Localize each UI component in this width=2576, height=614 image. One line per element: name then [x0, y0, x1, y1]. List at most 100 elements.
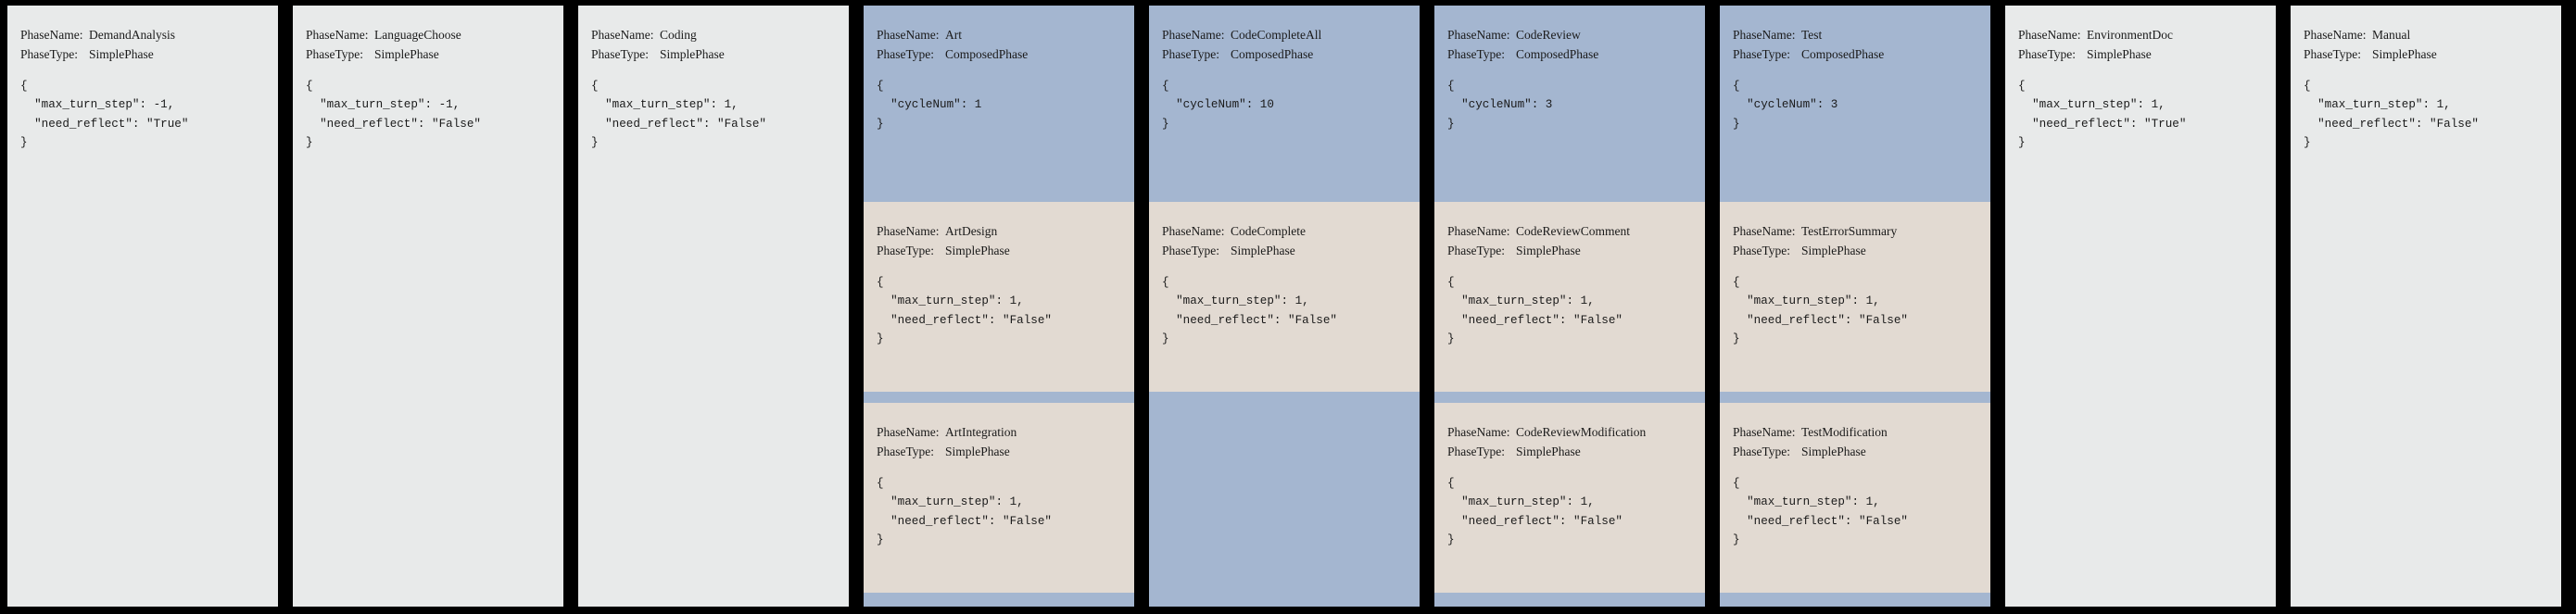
- phase-name-row: PhaseName: ArtDesign: [877, 222, 1134, 242]
- phase-type-row: PhaseType:SimplePhase: [20, 45, 278, 65]
- phase-type-row: PhaseType:SimplePhase: [591, 45, 849, 65]
- phase-config-json: { "cycleNum": 3 }: [1733, 79, 1838, 131]
- phase-config-json: { "max_turn_step": -1, "need_reflect": "…: [20, 79, 189, 150]
- phase-type-value: ComposedPhase: [1801, 46, 1885, 61]
- phase-config-json: { "max_turn_step": 1, "need_reflect": "F…: [1733, 275, 1908, 346]
- phase-name-row: PhaseName:CodeCompleteAll: [1162, 26, 1420, 45]
- phase-config-json: { "max_turn_step": 1, "need_reflect": "F…: [1733, 476, 1908, 547]
- phase-type-label: PhaseType:: [1733, 444, 1791, 458]
- phase-name-label: PhaseName:: [591, 28, 654, 42]
- phase-type-row: PhaseType:SimplePhase: [1162, 242, 1420, 261]
- phase-name-label: PhaseName:: [1447, 425, 1510, 439]
- phase-type-value: ComposedPhase: [1516, 46, 1599, 61]
- phase-type-value: SimplePhase: [1801, 444, 1866, 458]
- phase-type-value: SimplePhase: [2372, 46, 2437, 61]
- phase-name-label: PhaseName:: [1447, 224, 1510, 238]
- phase-name-value: Test: [1801, 28, 1823, 42]
- composed-phase-filler: [864, 593, 1134, 607]
- phase-name-value: ArtDesign: [945, 224, 998, 238]
- phase-type-row: PhaseType:SimplePhase: [1447, 443, 1705, 462]
- phase-type-value: ComposedPhase: [1231, 46, 1314, 61]
- phase-type-label: PhaseType:: [1162, 46, 1220, 61]
- phase-type-label: PhaseType:: [1447, 46, 1506, 61]
- phase-config-json: { "max_turn_step": 1, "need_reflect": "T…: [2018, 79, 2187, 150]
- phase-name-value: LanguageChoose: [374, 28, 461, 42]
- phase-config-json: { "cycleNum": 10 }: [1162, 79, 1274, 131]
- phase-type-label: PhaseType:: [20, 46, 79, 61]
- phase-name-label: PhaseName:: [877, 224, 940, 238]
- phase-divider-stripe: [1720, 392, 1990, 403]
- phase-name-row: PhaseName:Art: [877, 26, 1134, 45]
- phase-config-json: { "max_turn_step": -1, "need_reflect": "…: [306, 79, 481, 150]
- phase-name-label: PhaseName:: [1162, 224, 1225, 238]
- phase-config-json: { "max_turn_step": 1, "need_reflect": "F…: [1162, 275, 1337, 346]
- phase-name-label: PhaseName:: [1733, 425, 1796, 439]
- phase-config-json: { "max_turn_step": 1, "need_reflect": "F…: [2304, 79, 2479, 150]
- phase-type-row: PhaseType:SimplePhase: [877, 443, 1134, 462]
- phase-type-row: PhaseType: ComposedPhase: [1162, 45, 1420, 65]
- phase-name-value: TestErrorSummary: [1801, 224, 1898, 238]
- phase-name-value: Coding: [660, 28, 697, 42]
- phase-type-value: SimplePhase: [660, 46, 725, 61]
- phase-type-row: PhaseType:SimplePhase: [306, 45, 563, 65]
- phase-config-json: { "max_turn_step": 1, "need_reflect": "F…: [1447, 275, 1623, 346]
- phase-type-row: PhaseType: SimplePhase: [877, 242, 1134, 261]
- phase-divider-stripe: [1149, 191, 1420, 202]
- phase-type-row: PhaseType:ComposedPhase: [877, 45, 1134, 65]
- phase-type-label: PhaseType:: [2304, 46, 2362, 61]
- phase-name-label: PhaseName:: [20, 28, 83, 42]
- phase-name-row: PhaseName: CodeComplete: [1162, 222, 1420, 242]
- phase-name-label: PhaseName:: [1447, 28, 1510, 42]
- phase-divider-stripe: [1434, 191, 1705, 202]
- phase-type-value: SimplePhase: [2087, 46, 2152, 61]
- phase-name-row: PhaseName:DemandAnalysis: [20, 26, 278, 45]
- phase-name-value: CodeReview: [1516, 28, 1581, 42]
- phase-type-value: SimplePhase: [945, 243, 1010, 257]
- phase-type-label: PhaseType:: [1733, 46, 1791, 61]
- phase-name-label: PhaseName:: [1733, 28, 1796, 42]
- phase-type-label: PhaseType:: [2018, 46, 2077, 61]
- phase-config-json: { "max_turn_step": 1, "need_reflect": "F…: [877, 275, 1052, 346]
- phase-type-label: PhaseType:: [877, 243, 935, 257]
- phase-name-value: CodeReviewModification: [1516, 425, 1647, 439]
- phase-type-label: PhaseType:: [877, 46, 935, 61]
- phase-type-row: PhaseType: SimplePhase: [1733, 443, 1990, 462]
- phase-divider-stripe: [864, 191, 1134, 202]
- phase-type-label: PhaseType:: [1733, 243, 1791, 257]
- phase-name-value: CodeReviewComment: [1516, 224, 1630, 238]
- phase-type-value: SimplePhase: [1516, 243, 1581, 257]
- phase-name-value: CodeComplete: [1231, 224, 1306, 238]
